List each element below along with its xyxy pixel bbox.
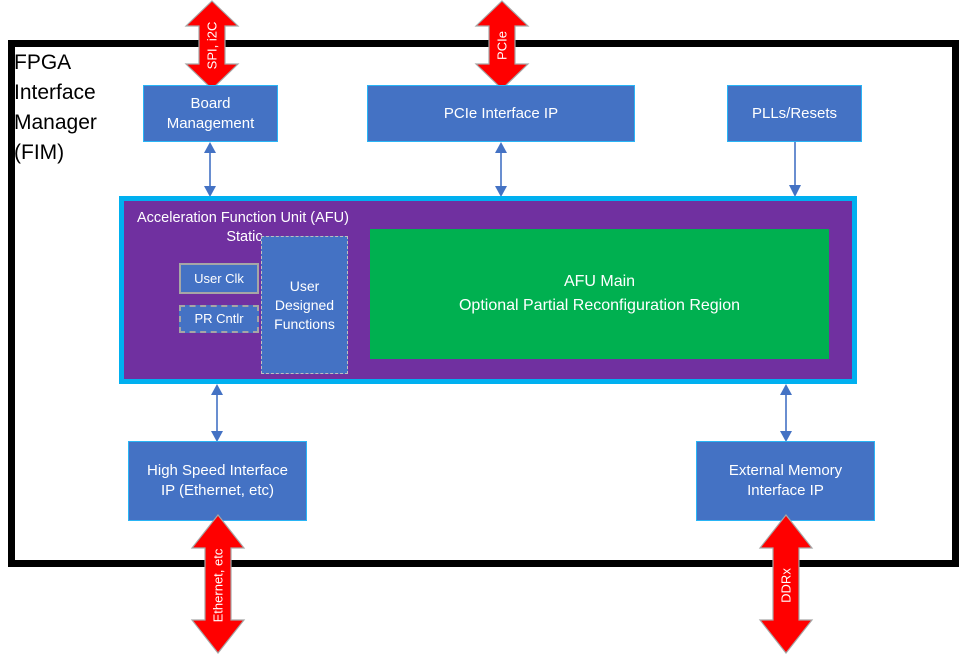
pr-cntlr-chip[interactable]: PR Cntlr: [179, 305, 259, 333]
fim-label: FPGA Interface Manager (FIM): [14, 51, 97, 164]
afu-to-external-memory-connector: [779, 384, 793, 442]
pcie-interface-ip-block[interactable]: PCIe Interface IP: [367, 85, 635, 142]
pcie-ip-to-afu-connector: [494, 142, 508, 197]
afu-main-block[interactable]: AFU Main Optional Partial Reconfiguratio…: [370, 229, 829, 359]
afu-to-high-speed-interface-connector: [210, 384, 224, 442]
pcie-arrow: [474, 0, 530, 90]
spi-i2c-arrow: [184, 0, 240, 90]
external-memory-interface-ip-block[interactable]: External Memory Interface IP: [696, 441, 875, 521]
plls-resets-to-afu-connector: [788, 142, 802, 197]
afu-container: Acceleration Function Unit (AFU) Static …: [119, 196, 857, 384]
user-designed-functions-block[interactable]: User Designed Functions: [261, 236, 348, 374]
ethernet-arrow: [190, 514, 246, 654]
board-management-to-afu-connector: [203, 142, 217, 197]
board-management-block[interactable]: Board Management: [143, 85, 278, 142]
high-speed-interface-ip-block[interactable]: High Speed Interface IP (Ethernet, etc): [128, 441, 307, 521]
user-clk-chip[interactable]: User Clk: [179, 263, 259, 294]
afu-title: Acceleration Function Unit (AFU): [137, 210, 349, 226]
fim-boundary-box: [8, 40, 959, 567]
ddrx-arrow: [758, 514, 814, 654]
afu-static-region: Acceleration Function Unit (AFU) Static …: [124, 201, 852, 379]
afu-static-label: Static: [226, 229, 263, 245]
plls-resets-block[interactable]: PLLs/Resets: [727, 85, 862, 142]
